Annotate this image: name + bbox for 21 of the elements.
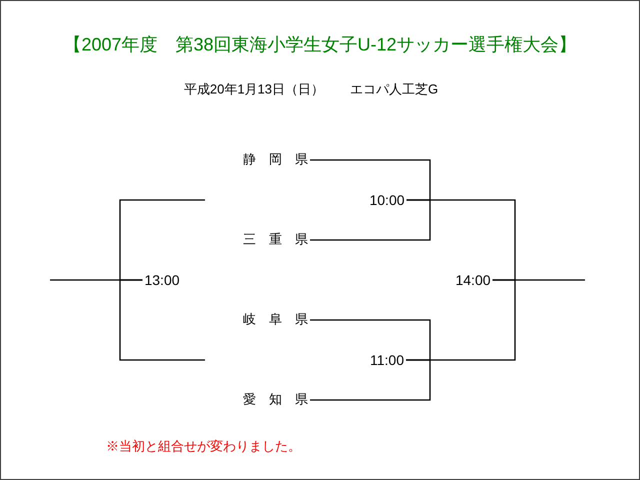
title: 【2007年度 第38回東海小学生女子U-12サッカー選手権大会】 bbox=[63, 34, 577, 56]
match-time: 13:00 bbox=[144, 272, 180, 288]
bracket-line bbox=[119, 199, 205, 281]
match-time: 10:00 bbox=[369, 192, 405, 208]
bracket-line bbox=[50, 279, 142, 281]
team-name: 三重県 bbox=[243, 232, 308, 248]
bracket-line bbox=[406, 199, 516, 281]
bracket-line bbox=[406, 279, 516, 361]
bracket-line bbox=[310, 319, 431, 361]
bracket-line bbox=[119, 279, 205, 361]
team-name: 岐阜県 bbox=[243, 312, 308, 328]
note-text: ※当初と組合せが変わりました。 bbox=[106, 440, 301, 454]
bracket-line bbox=[310, 159, 431, 201]
bracket-line bbox=[310, 359, 431, 401]
date-venue-text: 平成20年1月13日（日） エコパ人工芝G bbox=[184, 82, 438, 98]
match-time: 14:00 bbox=[455, 272, 491, 288]
bracket-line bbox=[310, 199, 431, 241]
bracket-line bbox=[492, 279, 585, 281]
match-time: 11:00 bbox=[370, 352, 404, 368]
team-name: 静岡県 bbox=[243, 152, 308, 168]
team-name: 愛知県 bbox=[243, 392, 308, 408]
